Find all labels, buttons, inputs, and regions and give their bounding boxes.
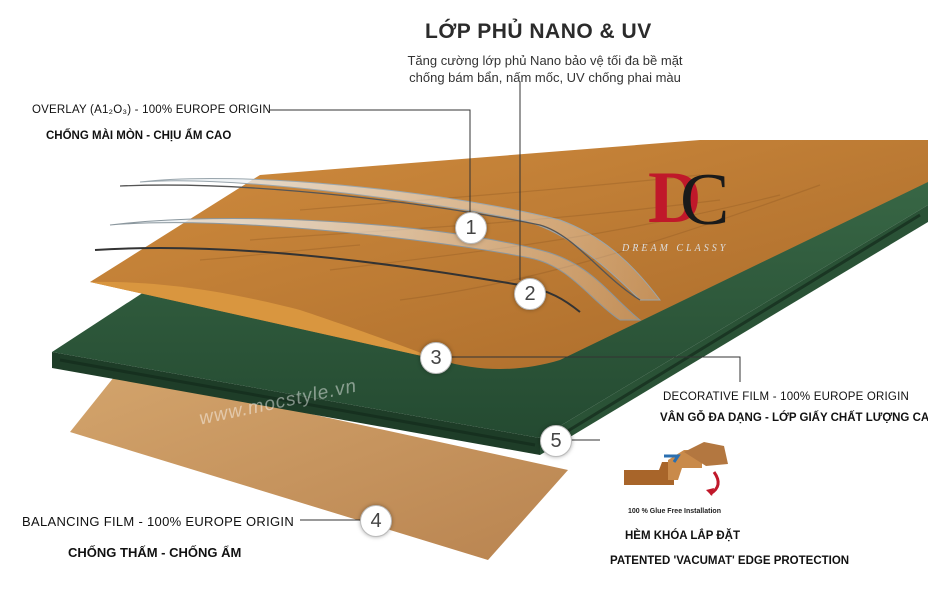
- nano-description: Tăng cường lớp phủ Nano bảo vệ tối đa bề…: [390, 52, 700, 86]
- nano-desc-line-1: Tăng cường lớp phủ Nano bảo vệ tối đa bề…: [407, 53, 683, 68]
- decorative-description: VÂN GỖ ĐA DẠNG - LỚP GIẤY CHẤT LƯỢNG CAO: [660, 412, 928, 424]
- marker-2: 2: [514, 278, 546, 310]
- decorative-title: DECORATIVE FILM - 100% EUROPE ORIGIN: [663, 391, 909, 403]
- balancing-film: [70, 372, 568, 560]
- balancing-description: CHỐNG THẤM - CHỐNG ẨM: [68, 545, 242, 560]
- marker-4: 4: [360, 505, 392, 537]
- svg-text:D: D: [648, 157, 701, 239]
- lock-title: HÈM KHÓA LẮP ĐẶT: [625, 530, 740, 542]
- callout-line-1: [270, 109, 471, 215]
- glue-free-label: 100 % Glue Free Installation: [628, 508, 721, 515]
- logo-wordmark: DREAM CLASSY: [622, 243, 729, 254]
- click-lock-diagram: [624, 442, 728, 496]
- callout-line-3: [450, 356, 741, 382]
- overlay-film-top: [139, 177, 662, 301]
- balancing-title: BALANCING FILM - 100% EUROPE ORIGIN: [22, 514, 295, 529]
- marker-5: 5: [540, 425, 572, 457]
- marker-1: 1: [455, 212, 487, 244]
- overlay-title: OVERLAY (A1₂O₃) - 100% EUROPE ORIGIN: [32, 104, 271, 116]
- marker-3: 3: [420, 342, 452, 374]
- page-title: LỚP PHỦ NANO & UV: [425, 20, 652, 43]
- overlay-film-mid: [109, 217, 642, 321]
- lock-description: PATENTED 'VACUMAT' EDGE PROTECTION: [610, 555, 850, 567]
- overlay-description: CHỐNG MÀI MÒN - CHỊU ẨM CAO: [46, 130, 232, 142]
- nano-desc-line-2: chống bám bẩn, nấm mốc, UV chống phai mà…: [409, 70, 681, 85]
- dream-classy-logo: D C: [648, 157, 729, 241]
- svg-text:C: C: [680, 159, 729, 241]
